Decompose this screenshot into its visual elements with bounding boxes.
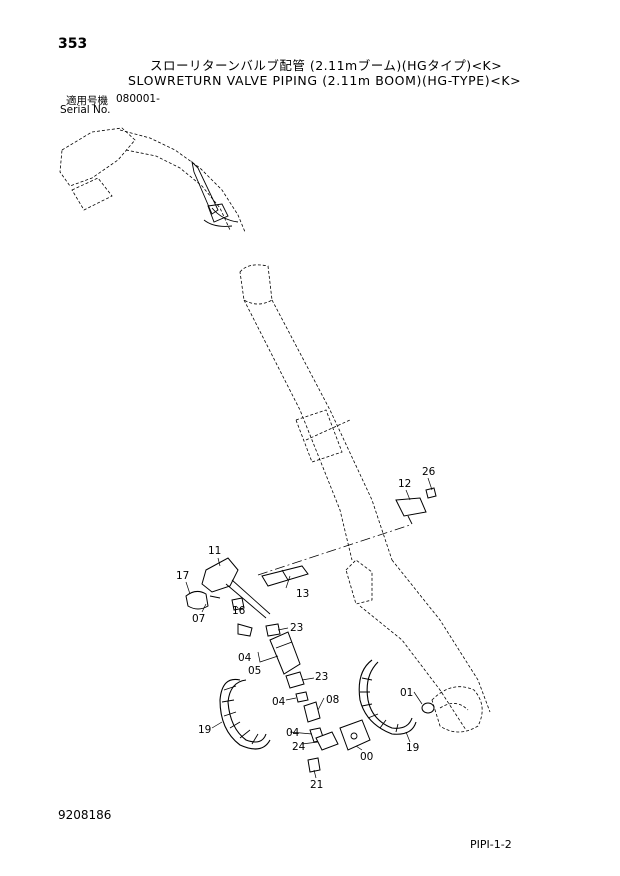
callout-04-upper: 04 [238, 652, 252, 664]
boom-outline [239, 264, 491, 733]
callout-23-upper: 23 [290, 622, 304, 634]
callout-17: 17 [176, 570, 190, 582]
callout-04-middle: 04 [272, 696, 286, 708]
callout-07: 07 [192, 613, 206, 625]
sheet-code: PIPI-1-2 [470, 838, 512, 851]
nut-part-16-lower [237, 623, 253, 637]
leader-lines [185, 477, 433, 779]
hose-part-19-left [219, 678, 271, 750]
callout-11: 11 [208, 545, 222, 557]
washer-part-04-a [295, 691, 309, 703]
fitting-part-08 [303, 701, 321, 723]
callout-08: 08 [326, 694, 340, 706]
valve-part-05 [269, 631, 301, 675]
fitting-part-23-upper [265, 623, 281, 637]
fitting-part-23-lower [285, 671, 305, 689]
callout-24: 24 [292, 741, 306, 753]
bolt-part-21 [307, 757, 321, 773]
callout-01: 01 [400, 687, 414, 699]
piping-centerline [257, 524, 411, 576]
callout-13: 13 [296, 588, 310, 600]
callout-00: 00 [360, 751, 374, 763]
callout-26: 26 [422, 466, 436, 478]
fitting-part-16 [231, 597, 245, 611]
block-part-00 [339, 719, 371, 751]
clamp-part-01 [421, 702, 435, 714]
title-japanese: スローリターンバルブ配管 (2.11mブーム)(HGタイプ)<K> [150, 58, 503, 73]
serial-label-english: Serial No. [60, 104, 111, 116]
serial-value: 080001- [116, 93, 160, 105]
fitting-part-13 [261, 565, 309, 587]
callout-19-right: 19 [406, 742, 420, 754]
callout-05: 05 [248, 665, 262, 677]
callout-04-lower: 04 [286, 727, 300, 739]
tee-part-11 [185, 557, 271, 619]
page-number: 353 [58, 36, 88, 52]
bracket-part-12 [395, 487, 437, 525]
machine-overview-inset [59, 127, 246, 233]
figure-number: 9208186 [58, 808, 112, 822]
callout-19-left: 19 [198, 724, 212, 736]
elbow-part-24 [315, 731, 339, 751]
serial-label-japanese: 適用号機 [66, 95, 108, 107]
callout-23-lower: 23 [315, 671, 329, 683]
title-english: SLOWRETURN VALVE PIPING (2.11m BOOM)(HG-… [128, 73, 522, 88]
callout-12: 12 [398, 478, 412, 490]
callout-21: 21 [310, 779, 324, 791]
hose-part-19-right [358, 659, 417, 735]
callout-16: 16 [232, 605, 246, 617]
